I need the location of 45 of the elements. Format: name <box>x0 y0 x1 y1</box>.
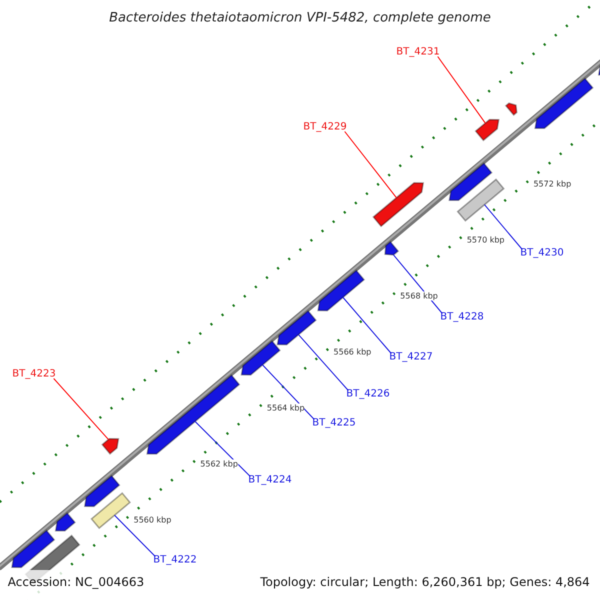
leader-line <box>342 296 392 354</box>
gene-label: BT_4229 <box>303 122 347 132</box>
leader-line <box>437 56 486 124</box>
scale-label: 5568 kbp <box>400 292 438 301</box>
gene-block <box>474 118 500 142</box>
gene-block <box>84 474 120 508</box>
scale-label: 5562 kbp <box>200 460 238 469</box>
gene-label: BT_4231 <box>396 46 440 58</box>
leader-line <box>114 514 156 557</box>
scale-label: 5566 kbp <box>334 348 372 357</box>
gene-block <box>384 240 400 256</box>
leader-line <box>53 378 109 440</box>
scale-label: 5564 kbp <box>266 404 305 413</box>
gene-block <box>317 269 366 312</box>
gene-label: BT_4224 <box>248 474 292 486</box>
gene-block <box>372 182 424 228</box>
gene-label: BT_4230 <box>520 248 564 258</box>
leader-line <box>262 364 315 420</box>
leader-line <box>344 131 397 198</box>
gene-label: BT_4227 <box>389 352 433 362</box>
gene-block <box>534 78 594 130</box>
gene-block <box>456 178 505 222</box>
gene-label: BT_4228 <box>440 312 484 322</box>
gene-block <box>240 340 281 376</box>
gene-label: BT_4225 <box>312 418 356 428</box>
leader-line <box>484 204 523 250</box>
gene-block <box>146 374 240 455</box>
title: Bacteroides thetaiotaomicron VPI-5482, complete genome <box>109 10 491 26</box>
gene-block <box>101 438 120 455</box>
gene-block <box>448 162 493 202</box>
gene-label: BT_4222 <box>153 554 197 566</box>
gene-block <box>504 102 518 116</box>
gene-block <box>90 492 131 530</box>
gene-label: BT_4226 <box>346 388 390 400</box>
scale-label: 5572 kbp <box>533 180 572 189</box>
leader-line <box>298 334 349 391</box>
scale-label: 5570 kbp <box>466 236 505 245</box>
leader-line <box>393 254 443 314</box>
footer-text: Topology: circular; Length: 6,260,361 bp; Genes: 4,864 <box>260 575 590 589</box>
gene-block <box>54 512 76 532</box>
gene-block <box>276 310 317 346</box>
gene-label: BT_4223 <box>12 368 56 380</box>
scale-label: 5560 kbp <box>134 515 172 524</box>
footer-text: Accession: NC_004663 <box>8 575 144 589</box>
leader-line <box>194 420 251 477</box>
